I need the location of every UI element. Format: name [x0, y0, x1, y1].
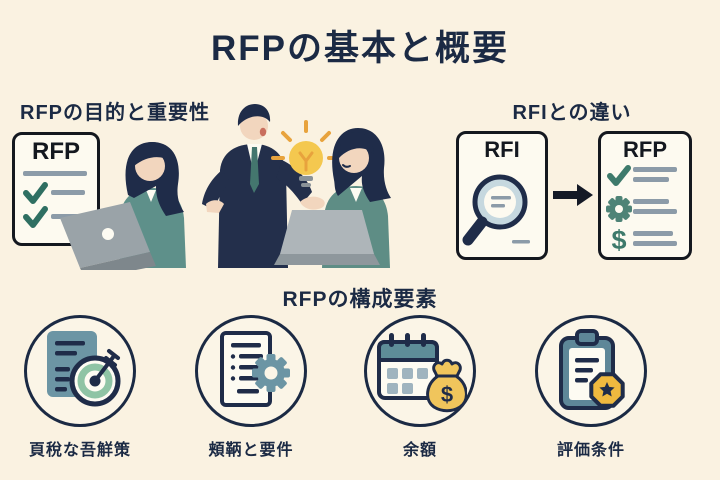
component-label-evaluation: 評価条件 — [556, 442, 625, 459]
rfp-proposal-card: RFP $ — [598, 131, 692, 260]
clipboard-award-icon — [559, 329, 625, 410]
document-gear-icon — [220, 331, 290, 407]
laptop-left-icon — [60, 202, 156, 270]
laptop-right-icon — [274, 210, 380, 265]
star-icon — [599, 382, 615, 397]
arrow-right-icon — [553, 184, 593, 206]
award-badge-icon — [589, 372, 625, 408]
magnifier-icon — [462, 174, 530, 246]
check-icon — [607, 165, 631, 187]
component-circle-evaluation — [535, 315, 647, 427]
component-circle-solution — [24, 315, 136, 427]
dollar-icon: $ — [441, 382, 453, 407]
component-circle-requirements — [195, 315, 307, 427]
components-heading: RFPの構成要素 — [282, 288, 438, 311]
checklist-icon — [23, 171, 87, 229]
rfp-card-title: RFP — [32, 138, 80, 165]
man-figure — [202, 104, 325, 268]
lightbulb-icon — [271, 120, 341, 187]
rfp2-card-title: RFP — [623, 137, 667, 162]
purpose-heading: RFPの目的と重要性 — [20, 102, 210, 124]
gear-icon — [606, 196, 632, 223]
calendar-money-icon: $ — [377, 333, 467, 413]
meeting-illustration — [60, 104, 391, 270]
component-label-requirements: 頬鞆と要件 — [208, 442, 294, 459]
dollar-icon: $ — [611, 225, 626, 255]
money-bag-icon: $ — [426, 358, 467, 413]
rfi-card-title: RFI — [484, 137, 520, 162]
dart-icon — [93, 349, 120, 383]
rfp-feature-list-icon: $ — [606, 165, 677, 255]
page-title: RFPの基本と概要 — [210, 29, 509, 68]
comparison-heading: RFIとの違い — [512, 102, 632, 124]
document-target-icon — [47, 331, 121, 407]
component-label-solution: 頁稅な吾觧策 — [28, 442, 131, 459]
component-circle-budget: $ — [364, 315, 476, 427]
gear-icon — [252, 354, 290, 392]
component-label-budget: 余額 — [402, 442, 437, 459]
rfi-card: RFI — [456, 131, 548, 260]
